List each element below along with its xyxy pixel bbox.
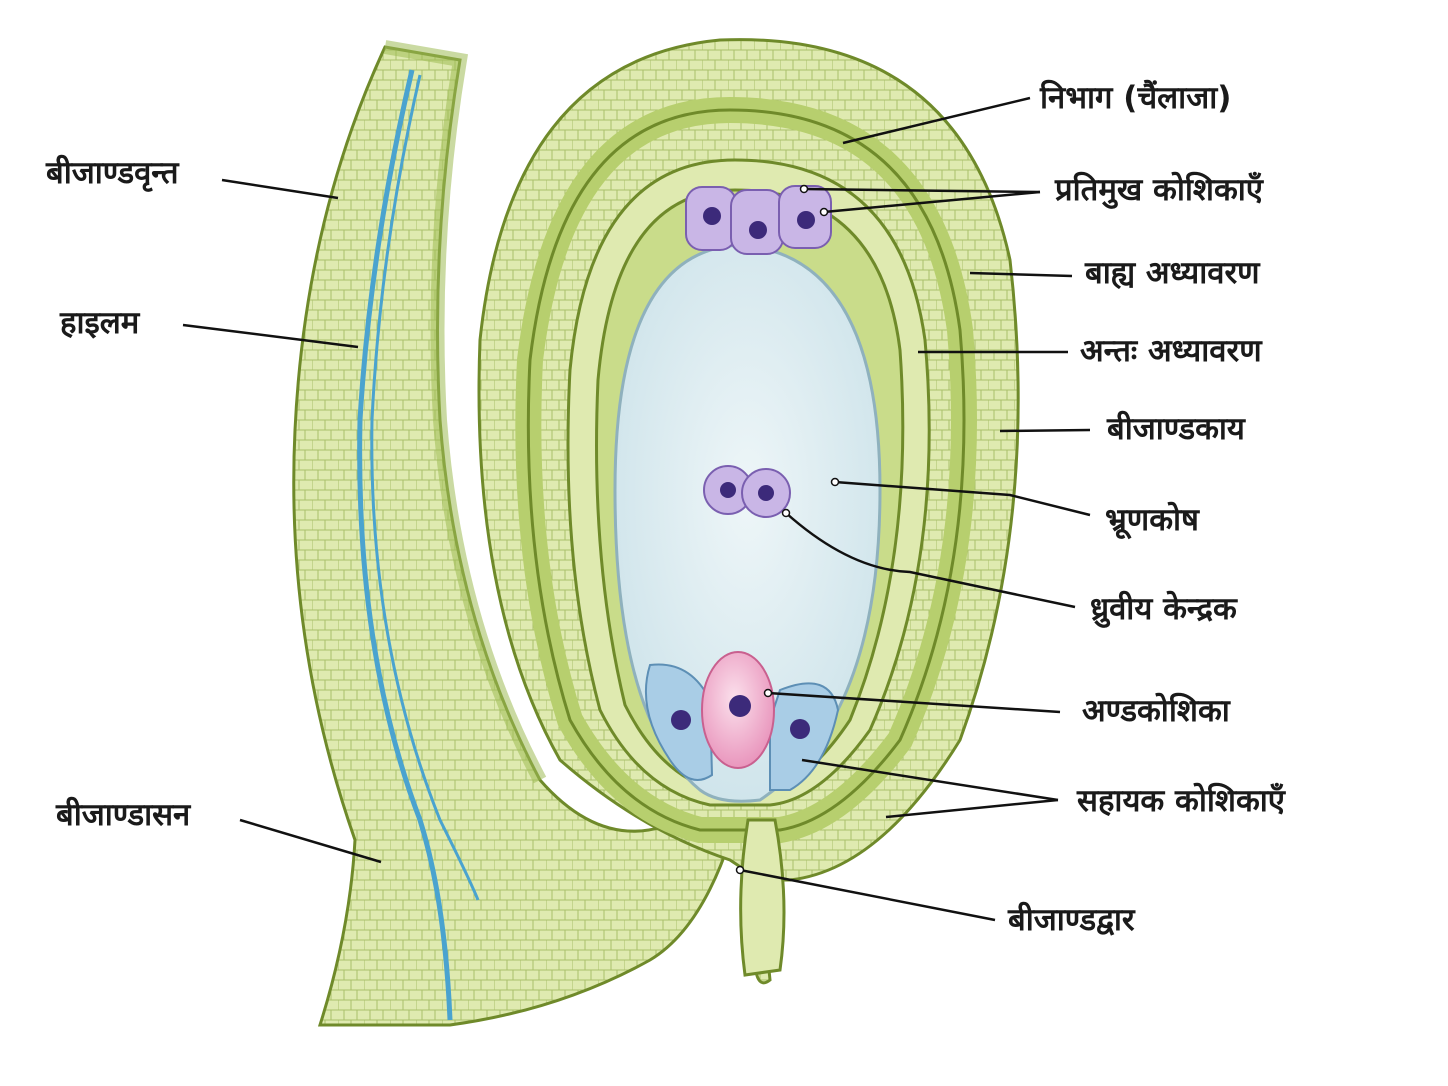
leader-synergids-a	[801, 758, 1059, 802]
leader-chalaza	[842, 96, 1031, 145]
label-nucellus: बीजाण्डकाय	[1107, 411, 1245, 447]
xylem-strand	[357, 69, 453, 1021]
polar-nuclei	[703, 465, 791, 518]
label-polar-nuclei: ध्रुवीय केन्द्रक	[1090, 591, 1237, 627]
funicle-stalk	[292, 40, 732, 1027]
leader-polar-nuclei	[785, 512, 1076, 609]
leader-micropyle	[739, 868, 996, 922]
leader-antipodals-b	[823, 190, 1041, 214]
antipodal-cells	[685, 185, 832, 255]
leader-endpoints	[735, 184, 840, 875]
label-outer-integument: बाह्य अध्यावरण	[1085, 255, 1260, 291]
leader-nucellus	[999, 428, 1091, 433]
label-inner-integument: अन्तः अध्यावरण	[1080, 333, 1262, 369]
label-antipodals: प्रतिमुख कोशिकाएँ	[1055, 172, 1263, 208]
micropyle-lip	[739, 818, 786, 977]
embryo-sac	[613, 243, 882, 803]
leader-xylem	[182, 323, 359, 349]
label-xylem: हाइलम	[60, 305, 140, 341]
leader-outer-integument	[969, 271, 1073, 278]
label-funicle: बीजाण्डवृन्त	[46, 155, 179, 191]
leader-lines	[182, 96, 1091, 922]
leader-synergids-b	[885, 798, 1059, 819]
label-embryo-sac: भ्रूणकोष	[1105, 502, 1199, 538]
leader-funicle	[221, 178, 339, 200]
label-egg-cell: अण्डकोशिका	[1082, 693, 1230, 729]
label-chalaza: निभाग (चैंलाजा)	[1040, 80, 1232, 116]
label-hilum: बीजाण्डासन	[56, 797, 191, 833]
leader-hilum	[239, 818, 382, 864]
leader-antipodals-a	[803, 187, 1041, 194]
label-synergids: सहायक कोशिकाएँ	[1077, 783, 1285, 819]
egg-apparatus	[644, 651, 840, 791]
leader-embryo-sac	[834, 480, 1091, 517]
leader-egg-cell	[767, 691, 1061, 714]
label-micropyle: बीजाण्डद्वार	[1008, 902, 1135, 938]
